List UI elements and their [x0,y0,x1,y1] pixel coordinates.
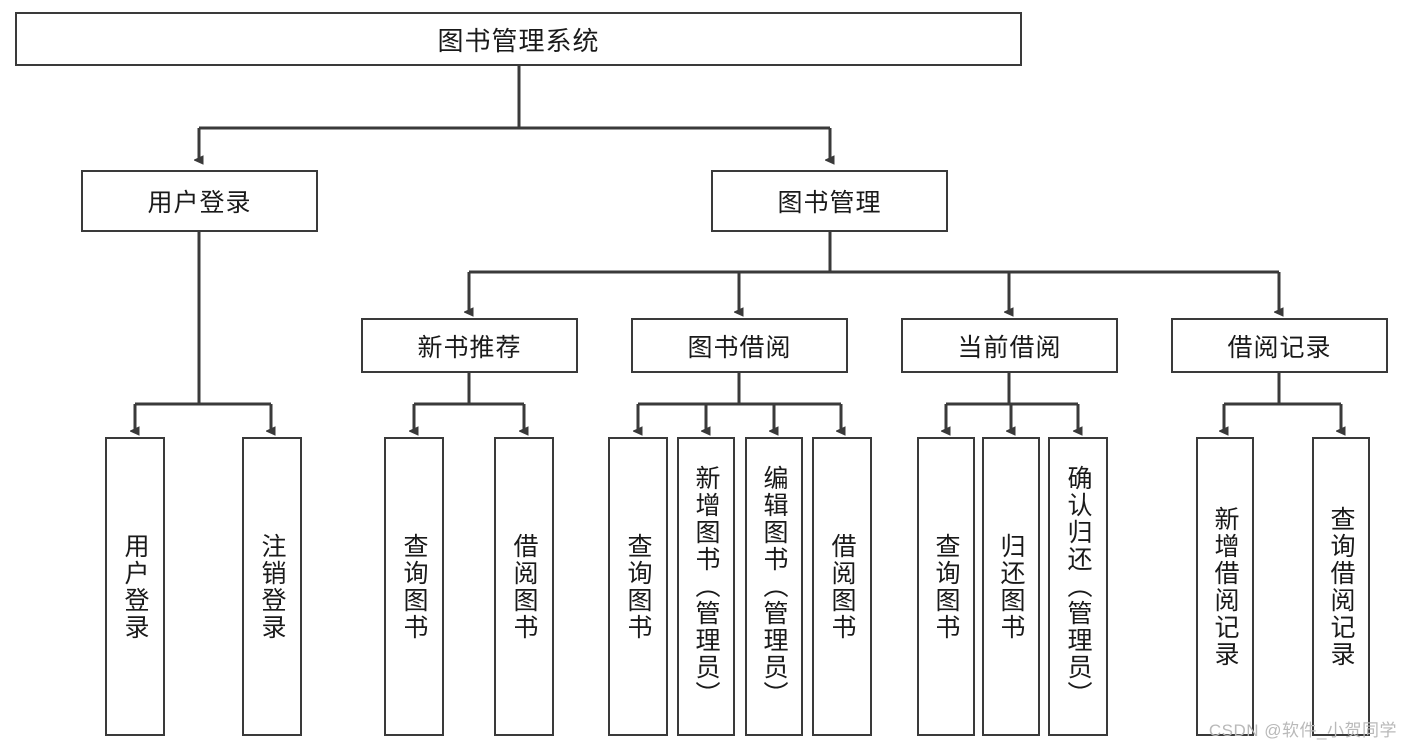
node-label: 用户登录 [147,189,252,217]
node-label: 编辑图书（管理员） [760,465,788,708]
node-book-management[interactable]: 图书管理 [711,170,948,232]
node-label: 新增图书（管理员） [692,465,720,708]
leaf-query-book-2[interactable]: 查询图书 [608,437,668,736]
node-label: 查询图书 [400,532,428,641]
node-label: 确认归还（管理员） [1064,465,1092,708]
leaf-confirm-return[interactable]: 确认归还（管理员） [1048,437,1108,736]
node-user-login[interactable]: 用户登录 [81,170,318,232]
node-book-borrow[interactable]: 图书借阅 [631,318,848,373]
node-label: 借阅记录 [1227,333,1332,362]
node-label: 图书管理 [777,189,882,217]
node-label: 图书借阅 [687,333,792,362]
node-label: 用户登录 [121,532,149,641]
leaf-query-book-3[interactable]: 查询图书 [917,437,975,736]
leaf-logout[interactable]: 注销登录 [242,437,302,736]
node-label: 当前借阅 [957,333,1062,362]
node-label: 查询图书 [932,532,960,641]
node-current-borrow[interactable]: 当前借阅 [901,318,1118,373]
csdn-watermark: CSDN @软件_小贺同学 [1208,721,1397,740]
leaf-return-book[interactable]: 归还图书 [982,437,1040,736]
node-label: 新增借阅记录 [1211,505,1239,668]
node-label: 图书管理系统 [437,25,600,56]
node-label: 新书推荐 [417,333,522,362]
node-label: 借阅图书 [828,532,856,641]
node-root-system[interactable]: 图书管理系统 [15,12,1022,66]
leaf-query-book-1[interactable]: 查询图书 [384,437,444,736]
node-new-book-recommend[interactable]: 新书推荐 [361,318,578,373]
node-label: 查询图书 [624,532,652,641]
leaf-add-book[interactable]: 新增图书（管理员） [677,437,735,736]
node-label: 查询借阅记录 [1327,505,1355,668]
node-label: 注销登录 [258,532,286,641]
node-borrow-record[interactable]: 借阅记录 [1171,318,1388,373]
leaf-borrow-book-1[interactable]: 借阅图书 [494,437,554,736]
node-label: 归还图书 [997,532,1025,641]
leaf-edit-book[interactable]: 编辑图书（管理员） [745,437,803,736]
leaf-user-login[interactable]: 用户登录 [105,437,165,736]
leaf-borrow-book-2[interactable]: 借阅图书 [812,437,872,736]
leaf-query-record[interactable]: 查询借阅记录 [1312,437,1370,736]
leaf-add-record[interactable]: 新增借阅记录 [1196,437,1254,736]
node-label: 借阅图书 [510,532,538,641]
